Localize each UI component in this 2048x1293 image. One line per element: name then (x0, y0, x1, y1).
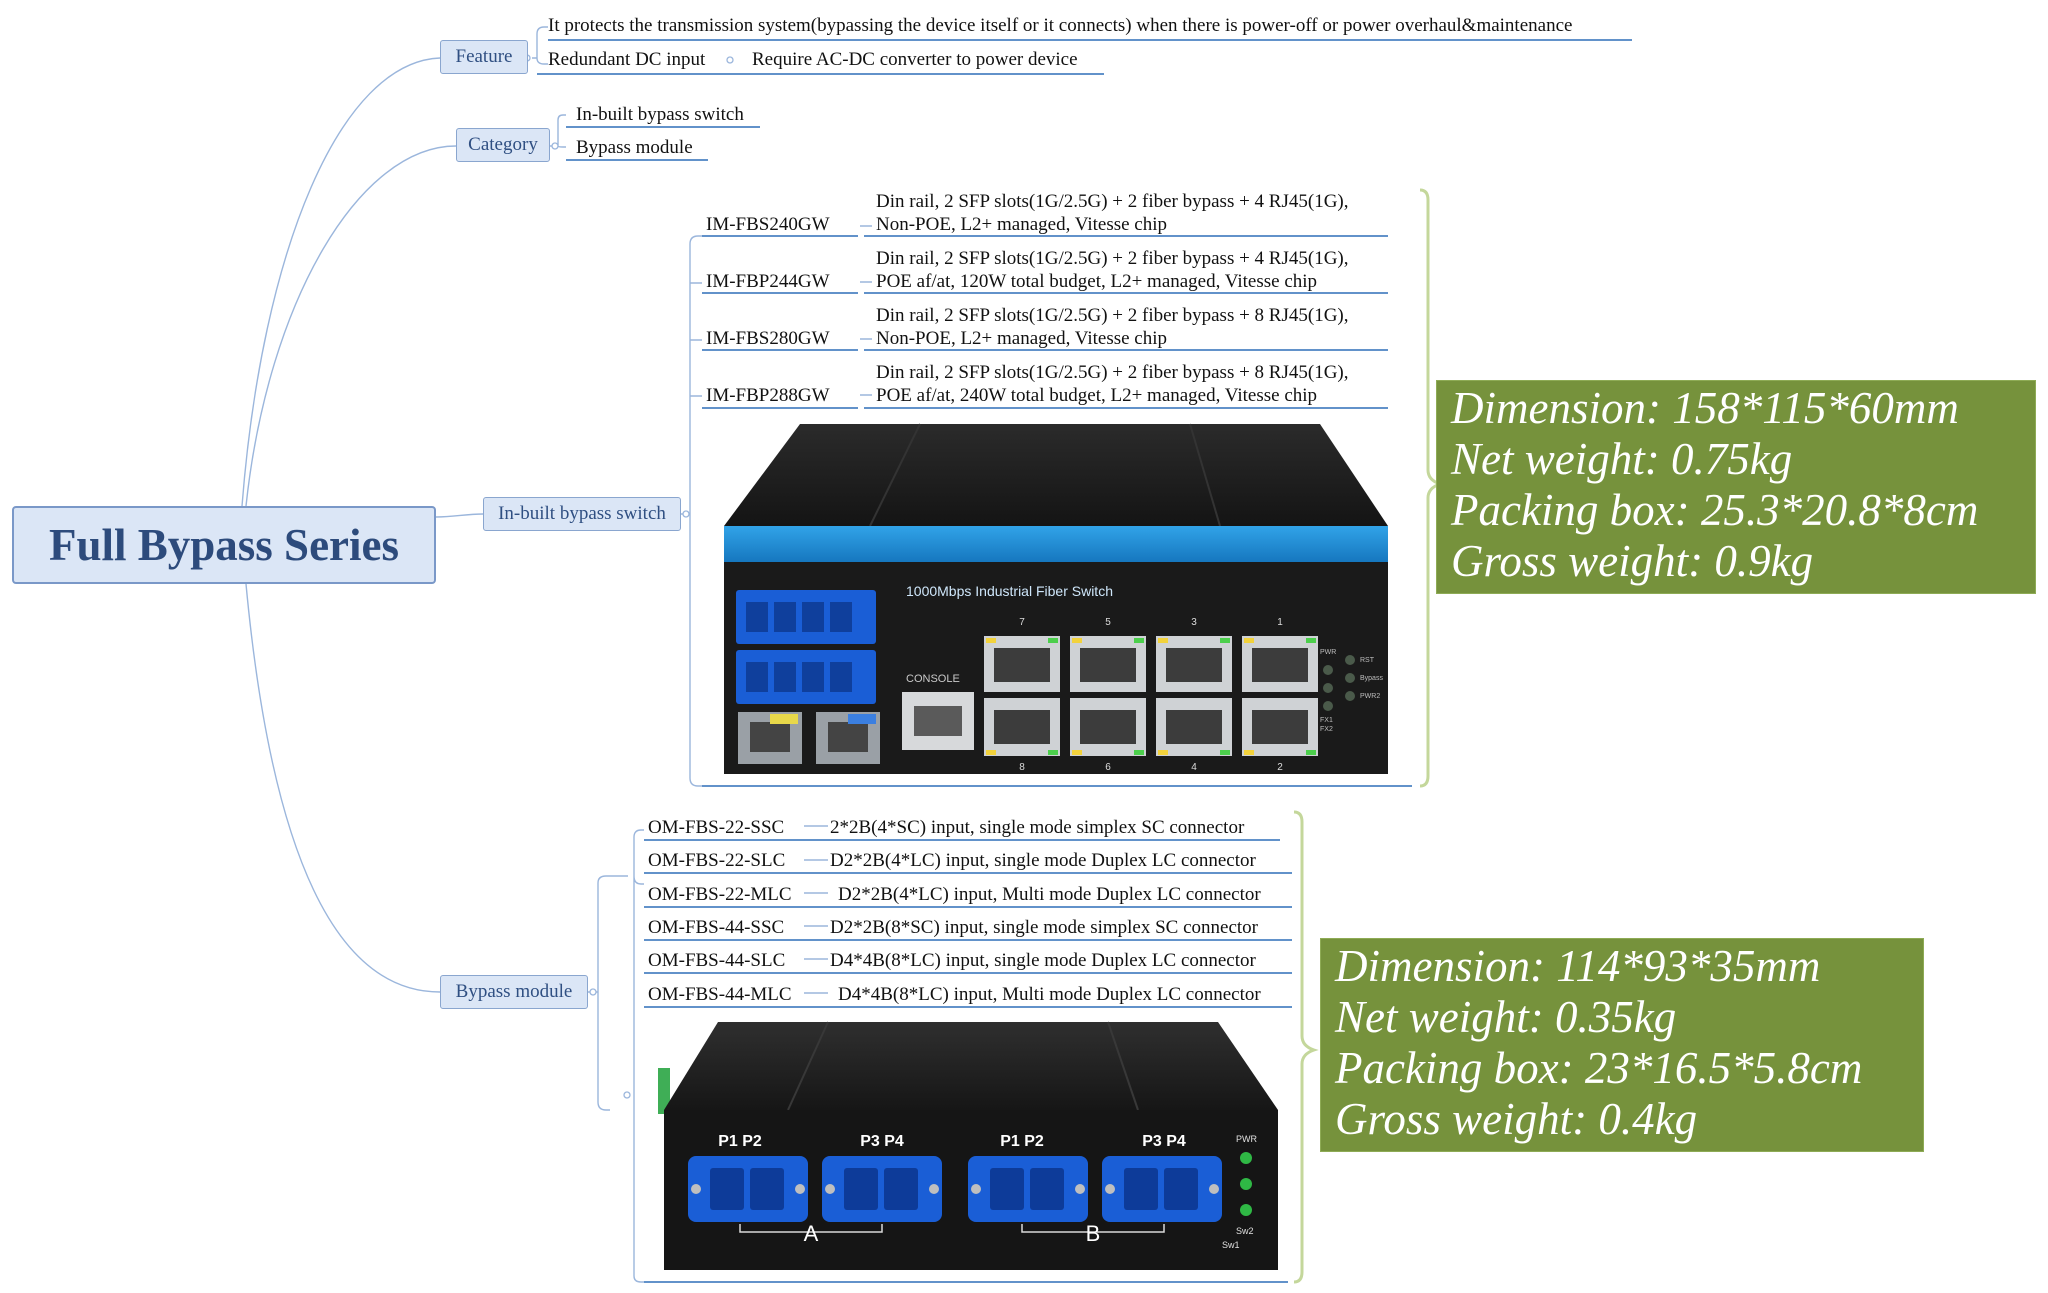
bypass-sub-bracket (610, 829, 644, 1283)
svg-text:5: 5 (1105, 617, 1111, 628)
module-name-om-fbs-44-slc[interactable]: OM-FBS-44-SLC (648, 950, 786, 971)
bypass-fiber-block-top (736, 590, 876, 644)
root-to-feature-connector (241, 57, 441, 507)
category-item-module[interactable]: Bypass module (576, 137, 693, 158)
model-name-im-fbp288gw[interactable]: IM-FBP288GW (706, 385, 830, 406)
inbuilt-spec-box: Dimension: 158*115*60mm Net weight: 0.75… (1436, 380, 2036, 594)
bypass-spec-brace (1293, 810, 1319, 1284)
module-desc-om-fbs-44-slc: D4*4B(8*LC) input, single mode Duplex LC… (830, 950, 1256, 971)
sfp-module-2 (816, 712, 880, 764)
svg-text:P3 P4: P3 P4 (860, 1133, 904, 1150)
branch-inbuilt-bypass-switch[interactable]: In-built bypass switch (483, 497, 681, 531)
feature-ac-dc-converter[interactable]: Require AC-DC converter to power device (752, 49, 1078, 70)
module-desc-om-fbs-22-ssc: 2*2B(4*SC) input, single mode simplex SC… (830, 817, 1245, 838)
bypass-spec-dimension: Dimension: 114*93*35mm (1335, 941, 1821, 991)
svg-text:A: A (804, 1221, 819, 1246)
module-name-om-fbs-22-slc[interactable]: OM-FBS-22-SLC (648, 850, 786, 871)
inbuilt-spec-packing-box: Packing box: 25.3*20.8*8cm (1451, 485, 1979, 535)
svg-text:Sw1: Sw1 (1222, 1240, 1240, 1250)
bypass-spec-box: Dimension: 114*93*35mm Net weight: 0.35k… (1320, 938, 1924, 1152)
inbuilt-spec-net-weight: Net weight: 0.75kg (1451, 434, 1793, 484)
module-name-om-fbs-22-ssc[interactable]: OM-FBS-22-SSC (648, 817, 785, 838)
module-name-om-fbs-44-ssc[interactable]: OM-FBS-44-SSC (648, 917, 785, 938)
model-name-im-fbp244gw[interactable]: IM-FBP244GW (706, 271, 830, 292)
svg-text:FX1: FX1 (1320, 717, 1333, 724)
svg-text:P1 P2: P1 P2 (718, 1133, 762, 1150)
model-desc-im-fbs240gw: Din rail, 2 SFP slots(1G/2.5G) + 2 fiber… (876, 191, 1349, 235)
svg-text:PWR: PWR (1320, 649, 1336, 656)
svg-text:CONSOLE: CONSOLE (906, 673, 960, 685)
bypass-fiber-block-bottom (736, 650, 876, 704)
feature-redundant-dc[interactable]: Redundant DC input (548, 49, 706, 70)
model-desc-im-fbs280gw: Din rail, 2 SFP slots(1G/2.5G) + 2 fiber… (876, 305, 1349, 349)
branch-feature[interactable]: Feature (440, 40, 528, 74)
switch-status-leds (1323, 655, 1355, 711)
module-name-om-fbs-44-mlc[interactable]: OM-FBS-44-MLC (648, 984, 792, 1005)
module-desc-om-fbs-22-slc: D2*2B(4*LC) input, single mode Duplex LC… (830, 850, 1256, 871)
branch-category[interactable]: Category (456, 128, 550, 162)
svg-text:4: 4 (1191, 762, 1197, 773)
sfp-module-1 (738, 712, 802, 764)
switch-banner-text: 1000Mbps Industrial Fiber Switch (906, 583, 1113, 599)
svg-text:B: B (1086, 1221, 1101, 1246)
svg-text:1: 1 (1277, 617, 1283, 628)
module-desc-om-fbs-22-mlc: D2*2B(4*LC) input, Multi mode Duplex LC … (838, 884, 1261, 905)
svg-text:3: 3 (1191, 617, 1197, 628)
bypass-module-image: P1 P2 P3 P4 P1 P2 P3 P4 A B (658, 1021, 1278, 1270)
svg-text:7: 7 (1019, 617, 1025, 628)
root-to-category-connector (245, 145, 457, 507)
svg-text:PWR: PWR (1236, 1134, 1257, 1144)
svg-text:8: 8 (1019, 762, 1025, 773)
inbuilt-switch-image: 1000Mbps Industrial Fiber Switch CONSOLE (724, 423, 1388, 774)
svg-text:PWR2: PWR2 (1360, 693, 1380, 700)
module-desc-om-fbs-44-mlc: D4*4B(8*LC) input, Multi mode Duplex LC … (838, 984, 1261, 1005)
svg-text:P3 P4: P3 P4 (1142, 1133, 1186, 1150)
root-to-bypass-connector (245, 583, 441, 993)
svg-text:FX2: FX2 (1320, 726, 1333, 733)
bypass-spec-net-weight: Net weight: 0.35kg (1335, 992, 1677, 1042)
terminal-block (658, 1068, 670, 1114)
model-name-im-fbs240gw[interactable]: IM-FBS240GW (706, 214, 830, 235)
svg-text:6: 6 (1105, 762, 1111, 773)
svg-text:RST: RST (1360, 657, 1375, 664)
module-desc-om-fbs-44-ssc: D2*2B(8*SC) input, single mode simplex S… (830, 917, 1259, 938)
svg-text:P1 P2: P1 P2 (1000, 1133, 1044, 1150)
category-bracket (550, 114, 566, 148)
svg-text:Sw2: Sw2 (1236, 1226, 1254, 1236)
bypass-spec-gross-weight: Gross weight: 0.4kg (1335, 1094, 1698, 1144)
feature-bracket (532, 26, 548, 65)
category-item-inbuilt[interactable]: In-built bypass switch (576, 104, 744, 125)
model-desc-im-fbp288gw: Din rail, 2 SFP slots(1G/2.5G) + 2 fiber… (876, 362, 1349, 406)
model-desc-im-fbp244gw: Din rail, 2 SFP slots(1G/2.5G) + 2 fiber… (876, 248, 1349, 292)
module-status-leds (1240, 1152, 1252, 1216)
lc-adapter-group (688, 1156, 1222, 1222)
console-port (902, 692, 974, 750)
bypass-spec-packing-box: Packing box: 23*16.5*5.8cm (1335, 1043, 1863, 1093)
root-to-inbuilt-connector (435, 513, 484, 518)
model-name-im-fbs280gw[interactable]: IM-FBS280GW (706, 328, 830, 349)
module-name-om-fbs-22-mlc[interactable]: OM-FBS-22-MLC (648, 884, 792, 905)
root-node[interactable]: Full Bypass Series (12, 506, 436, 584)
branch-bypass-module[interactable]: Bypass module (440, 975, 588, 1009)
svg-text:Bypass: Bypass (1360, 675, 1383, 682)
rj45-port-grid: 7 5 3 1 8 6 4 2 (984, 617, 1318, 773)
inbuilt-spec-dimension: Dimension: 158*115*60mm (1451, 383, 1959, 433)
inbuilt-spec-gross-weight: Gross weight: 0.9kg (1451, 536, 1814, 586)
svg-text:2: 2 (1277, 762, 1283, 773)
feature-line-protection[interactable]: It protects the transmission system(bypa… (548, 15, 1573, 36)
